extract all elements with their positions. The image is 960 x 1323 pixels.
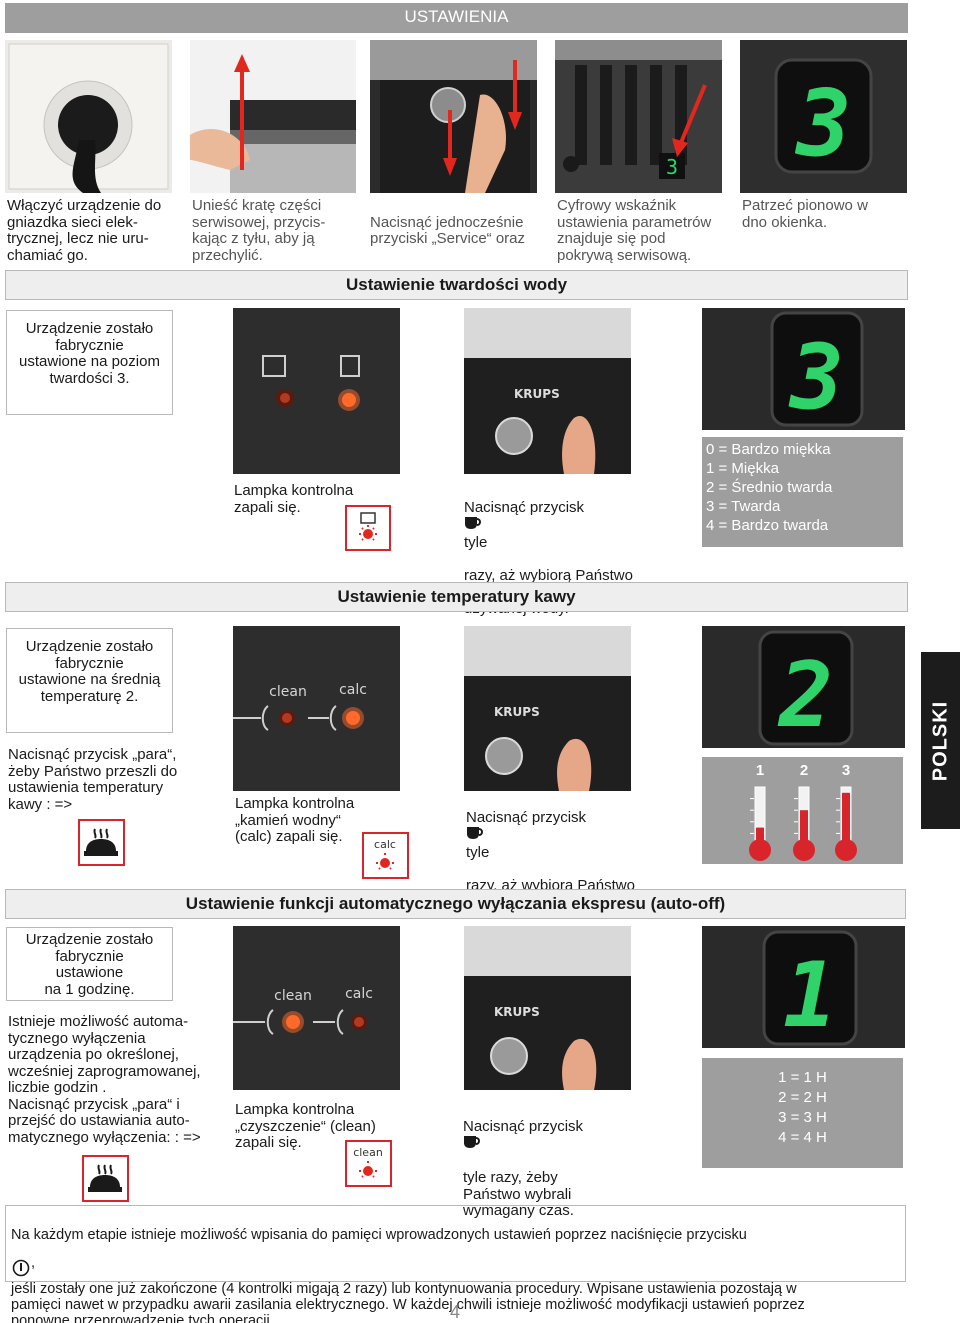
hours-option-1: 1 = 1 H: [778, 1069, 827, 1086]
language-label: POLSKI: [929, 700, 951, 781]
thermometer-bulb: [835, 839, 857, 861]
autooff-press-text: Nacisnąć przycisk tyle razy, żeby Państw…: [463, 1102, 663, 1220]
hardness-level-3: 3 = Twarda: [706, 498, 781, 515]
step-2-text: Unieść kratę części serwisowej, przycis-…: [192, 197, 326, 264]
photo-temp-display: 2: [702, 626, 905, 748]
photo-press-service: [370, 40, 537, 193]
photo-digital-indicator: 3: [555, 40, 722, 193]
temperature-thermometers: 1 2 3: [702, 757, 903, 864]
svg-text:calc: calc: [345, 986, 373, 1002]
coffee-cup-icon: [463, 1135, 481, 1154]
photo-autooff-lamps: clean calc: [233, 926, 400, 1090]
coffee-cup-icon: [466, 826, 484, 845]
svg-text:calc: calc: [374, 838, 396, 851]
svg-text:clean: clean: [353, 1146, 383, 1159]
water-hardness-lamp-icon: [345, 505, 391, 551]
memory-note-line1: Na każdym etapie istnieje możliwość wpis…: [11, 1226, 747, 1243]
autooff-factory-box: Urządzenie zostało fabrycznie ustawione …: [6, 927, 173, 1001]
language-side-tab: POLSKI: [921, 652, 960, 829]
photo-service-grid: [190, 40, 356, 193]
hours-option-3: 3 = 3 H: [778, 1109, 827, 1126]
thermometer-bulb: [749, 839, 771, 861]
photo-autooff-display: 1: [702, 926, 905, 1048]
thermometer-level-2: [800, 810, 808, 845]
autooff-press-rest: tyle razy, żeby Państwo wybrali wymagany…: [463, 1169, 574, 1219]
thermometer-label-2: 2: [800, 762, 808, 779]
autooff-lamp-text: Lampka kontrolna „czyszczenie“ (clean) z…: [235, 1101, 376, 1151]
thermometer-level-3: [842, 792, 850, 845]
water-press-label: Nacisnąć przycisk: [464, 498, 585, 516]
hardness-level-1: 1 = Miękka: [706, 460, 779, 477]
water-press-times: tyle: [464, 533, 488, 551]
svg-text:clean: clean: [269, 684, 307, 700]
memory-note-comma: ,: [31, 1254, 36, 1271]
section-title: Ustawienie temperatury kawy: [337, 587, 576, 606]
memory-note-rest: jeśli zostały one już zakończone (4 kont…: [11, 1281, 805, 1323]
photo-temp-machine: KRUPS: [464, 626, 631, 791]
page-header: USTAWIENIA: [5, 3, 908, 33]
temp-steam-text: Nacisnąć przycisk „para“, żeby Państwo p…: [8, 746, 178, 813]
coffee-cup-icon: [464, 516, 482, 535]
page-title: USTAWIENIA: [404, 7, 509, 26]
steam-button-icon: [78, 819, 125, 866]
temp-press-label: Nacisnąć przycisk: [466, 808, 587, 826]
thermometer-bulb: [793, 839, 815, 861]
photo-temp-lamps: clean calc: [233, 626, 400, 791]
hours-option-4: 4 = 4 H: [778, 1129, 827, 1146]
memory-note: Na każdym etapie istnieje możliwość wpis…: [5, 1205, 906, 1323]
water-hardness-legend: 0 = Bardzo miękka 1 = Miękka 2 = Średnio…: [702, 437, 903, 547]
svg-text:KRUPS: KRUPS: [494, 705, 540, 719]
section-water-hardness: Ustawienie twardości wody: [5, 270, 908, 300]
section-title: Ustawienie twardości wody: [345, 275, 568, 294]
water-factory-box: Urządzenie zostało fabrycznie ustawione …: [6, 310, 173, 415]
photo-display-closeup-top: 3: [740, 40, 907, 193]
page-number: 4: [449, 1302, 460, 1322]
photo-water-machine: KRUPS: [464, 308, 631, 474]
svg-text:KRUPS: KRUPS: [514, 387, 560, 401]
svg-text:3: 3: [794, 70, 851, 177]
svg-text:3: 3: [788, 325, 844, 430]
calc-lamp-icon: calc: [362, 832, 409, 879]
autooff-press-label: Nacisnąć przycisk: [463, 1117, 584, 1135]
section-coffee-temperature: Ustawienie temperatury kawy: [5, 582, 908, 612]
autooff-body-text: Istnieje możliwość automa- tycznego wyłą…: [8, 1013, 201, 1146]
svg-text:3: 3: [666, 155, 678, 179]
step-1-text: Włączyć urządzenie do gniazdka sieci ele…: [7, 197, 162, 264]
step-5-text: Patrzeć pionowo w dno okienka.: [742, 197, 868, 231]
hours-option-2: 2 = 2 H: [778, 1089, 827, 1106]
clean-lamp-icon: clean: [345, 1140, 392, 1187]
photo-power-socket: [5, 40, 172, 193]
temp-factory-box: Urządzenie zostało fabrycznie ustawione …: [6, 628, 173, 733]
thermometer-level-1: [756, 827, 764, 845]
steam-button-icon: [82, 1155, 129, 1202]
hardness-level-2: 2 = Średnio twarda: [706, 479, 833, 496]
thermometer-label-3: 3: [842, 762, 850, 779]
svg-text:clean: clean: [274, 988, 312, 1004]
section-title: Ustawienie funkcji automatycznego wyłącz…: [185, 894, 726, 913]
temp-press-times: tyle: [466, 843, 490, 861]
autooff-hours-legend: 1 = 1 H 2 = 2 H 3 = 3 H 4 = 4 H: [702, 1058, 903, 1168]
water-lamp-text: Lampka kontrolna zapali się.: [234, 482, 354, 516]
hardness-level-4: 4 = Bardzo twarda: [706, 517, 829, 534]
svg-text:KRUPS: KRUPS: [494, 1005, 540, 1019]
svg-text:calc: calc: [339, 682, 367, 698]
step-4-text: Cyfrowy wskaźnik ustawienia parametrów z…: [557, 197, 712, 264]
photo-water-display: 3: [702, 308, 905, 430]
photo-autooff-machine: KRUPS: [464, 926, 631, 1090]
section-auto-off: Ustawienie funkcji automatycznego wyłącz…: [5, 889, 906, 919]
step-3-label: Nacisnąć jednocześnie przyciski „Service…: [370, 213, 526, 247]
power-button-icon: [11, 1244, 31, 1283]
photo-water-lamps: [233, 308, 400, 474]
temp-lamp-text: Lampka kontrolna „kamień wodny“ (calc) z…: [235, 795, 355, 845]
svg-text:1: 1: [783, 943, 837, 1048]
thermometer-label-1: 1: [756, 762, 764, 779]
hardness-level-0: 0 = Bardzo miękka: [706, 441, 831, 458]
svg-text:2: 2: [777, 643, 833, 748]
thermometers-graphic: 1 2 3: [749, 762, 857, 861]
